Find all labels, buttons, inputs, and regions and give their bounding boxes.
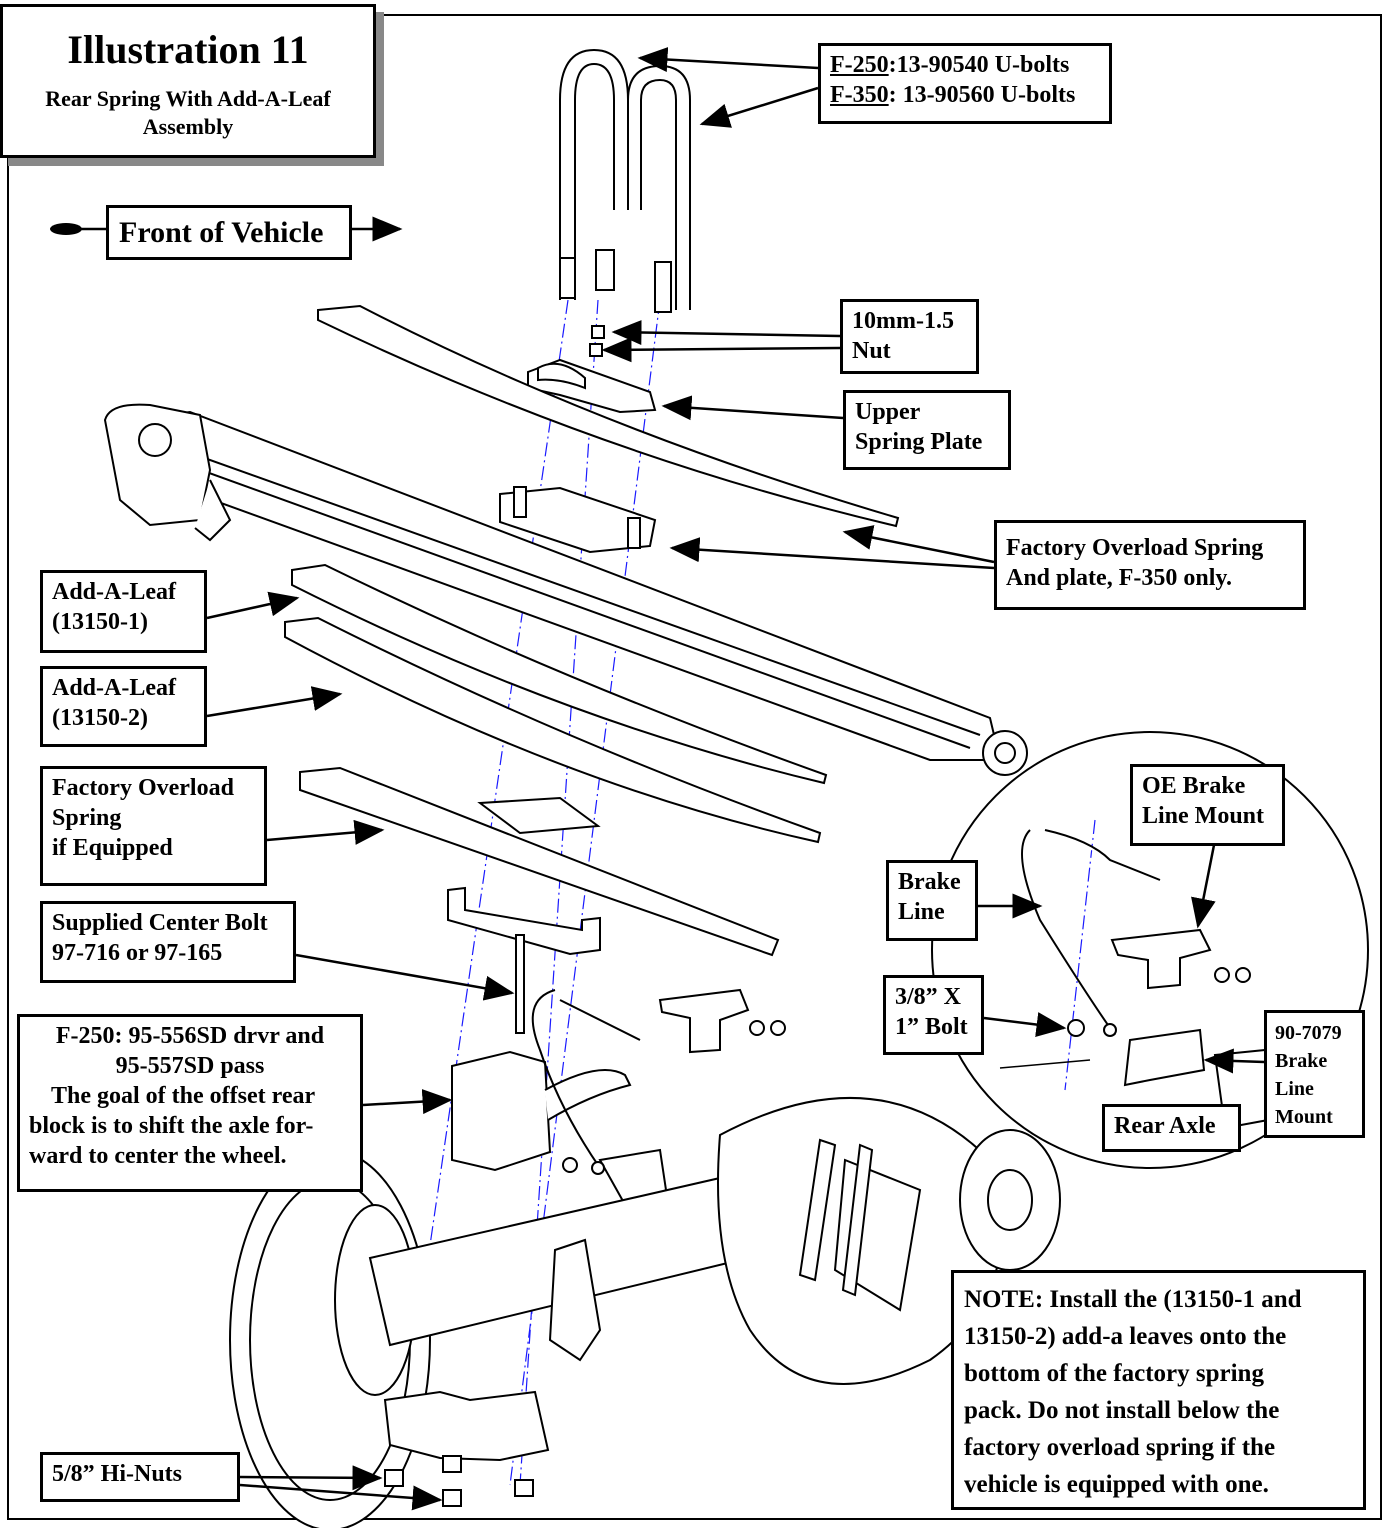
hi-nuts bbox=[384, 1455, 534, 1507]
detail-axle-line bbox=[999, 1059, 1091, 1069]
offset-block-callout: F-250: 95-556SD drvr and 95-557SD pass T… bbox=[17, 1014, 363, 1192]
brake-line-main bbox=[531, 989, 641, 1169]
leaf-shim bbox=[477, 796, 601, 835]
lower-bracket bbox=[447, 886, 601, 956]
oe-brake-line-mount-callout: OE Brake Line Mount bbox=[1130, 764, 1285, 846]
nut-10mm-callout: 10mm-1.5 Nut bbox=[840, 299, 979, 374]
bolt-3-8-callout: 3/8” X 1” Bolt bbox=[883, 975, 984, 1055]
factory-overload-spring-top bbox=[317, 304, 900, 528]
detail-circle bbox=[931, 731, 1369, 1169]
leader-arrows bbox=[206, 47, 1265, 1511]
center-bolt-callout: Supplied Center Bolt 97-716 or 97-165 bbox=[40, 901, 296, 983]
brake-line-callout: Brake Line bbox=[886, 860, 978, 941]
front-of-vehicle-arrow bbox=[50, 216, 403, 242]
overload-plate bbox=[499, 486, 657, 554]
add-a-leaf-2-callout: Add-A-Leaf (13150-2) bbox=[40, 666, 207, 747]
title-box: Illustration 11 Rear Spring With Add-A-L… bbox=[0, 4, 376, 158]
factory-overload-plate-callout: Factory Overload Spring And plate, F-350… bbox=[994, 520, 1306, 610]
add-a-leaf-1 bbox=[291, 563, 828, 785]
add-a-leaf-1-callout: Add-A-Leaf (13150-1) bbox=[40, 570, 207, 653]
page-title: Illustration 11 bbox=[67, 27, 309, 72]
detail-brake-assembly bbox=[1021, 829, 1270, 1130]
illustration-frame bbox=[7, 14, 1382, 1520]
u-bolts bbox=[559, 48, 691, 313]
add-a-leaf-2 bbox=[284, 616, 822, 844]
center-bolt bbox=[515, 934, 525, 1034]
upper-spring-plate bbox=[527, 358, 657, 414]
rear-axle-assembly bbox=[229, 1096, 1061, 1528]
lower-spring-plate bbox=[383, 1390, 550, 1462]
ubolts-callout: F-250:13-90540 U-bolts F-350: 13-90560 U… bbox=[818, 43, 1112, 124]
small-nuts bbox=[589, 325, 605, 357]
main-spring-pack bbox=[103, 403, 1028, 776]
page-subtitle: Rear Spring With Add-A-Leaf Assembly bbox=[45, 86, 331, 139]
hi-nuts-callout: 5/8” Hi-Nuts bbox=[40, 1452, 240, 1502]
factory-overload-spring-lower bbox=[299, 766, 780, 957]
install-note: NOTE: Install the (13150-1 and 13150-2) … bbox=[951, 1270, 1366, 1510]
factory-overload-spring-callout: Factory Overload Spring if Equipped bbox=[40, 766, 267, 886]
brake-line-mount-90-7079-callout: 90-7079 Brake Line Mount bbox=[1264, 1010, 1365, 1138]
offset-block bbox=[451, 1050, 632, 1172]
rear-axle-callout: Rear Axle bbox=[1102, 1104, 1241, 1152]
upper-spring-plate-callout: Upper Spring Plate bbox=[843, 390, 1011, 470]
front-of-vehicle-label: Front of Vehicle bbox=[106, 205, 352, 260]
